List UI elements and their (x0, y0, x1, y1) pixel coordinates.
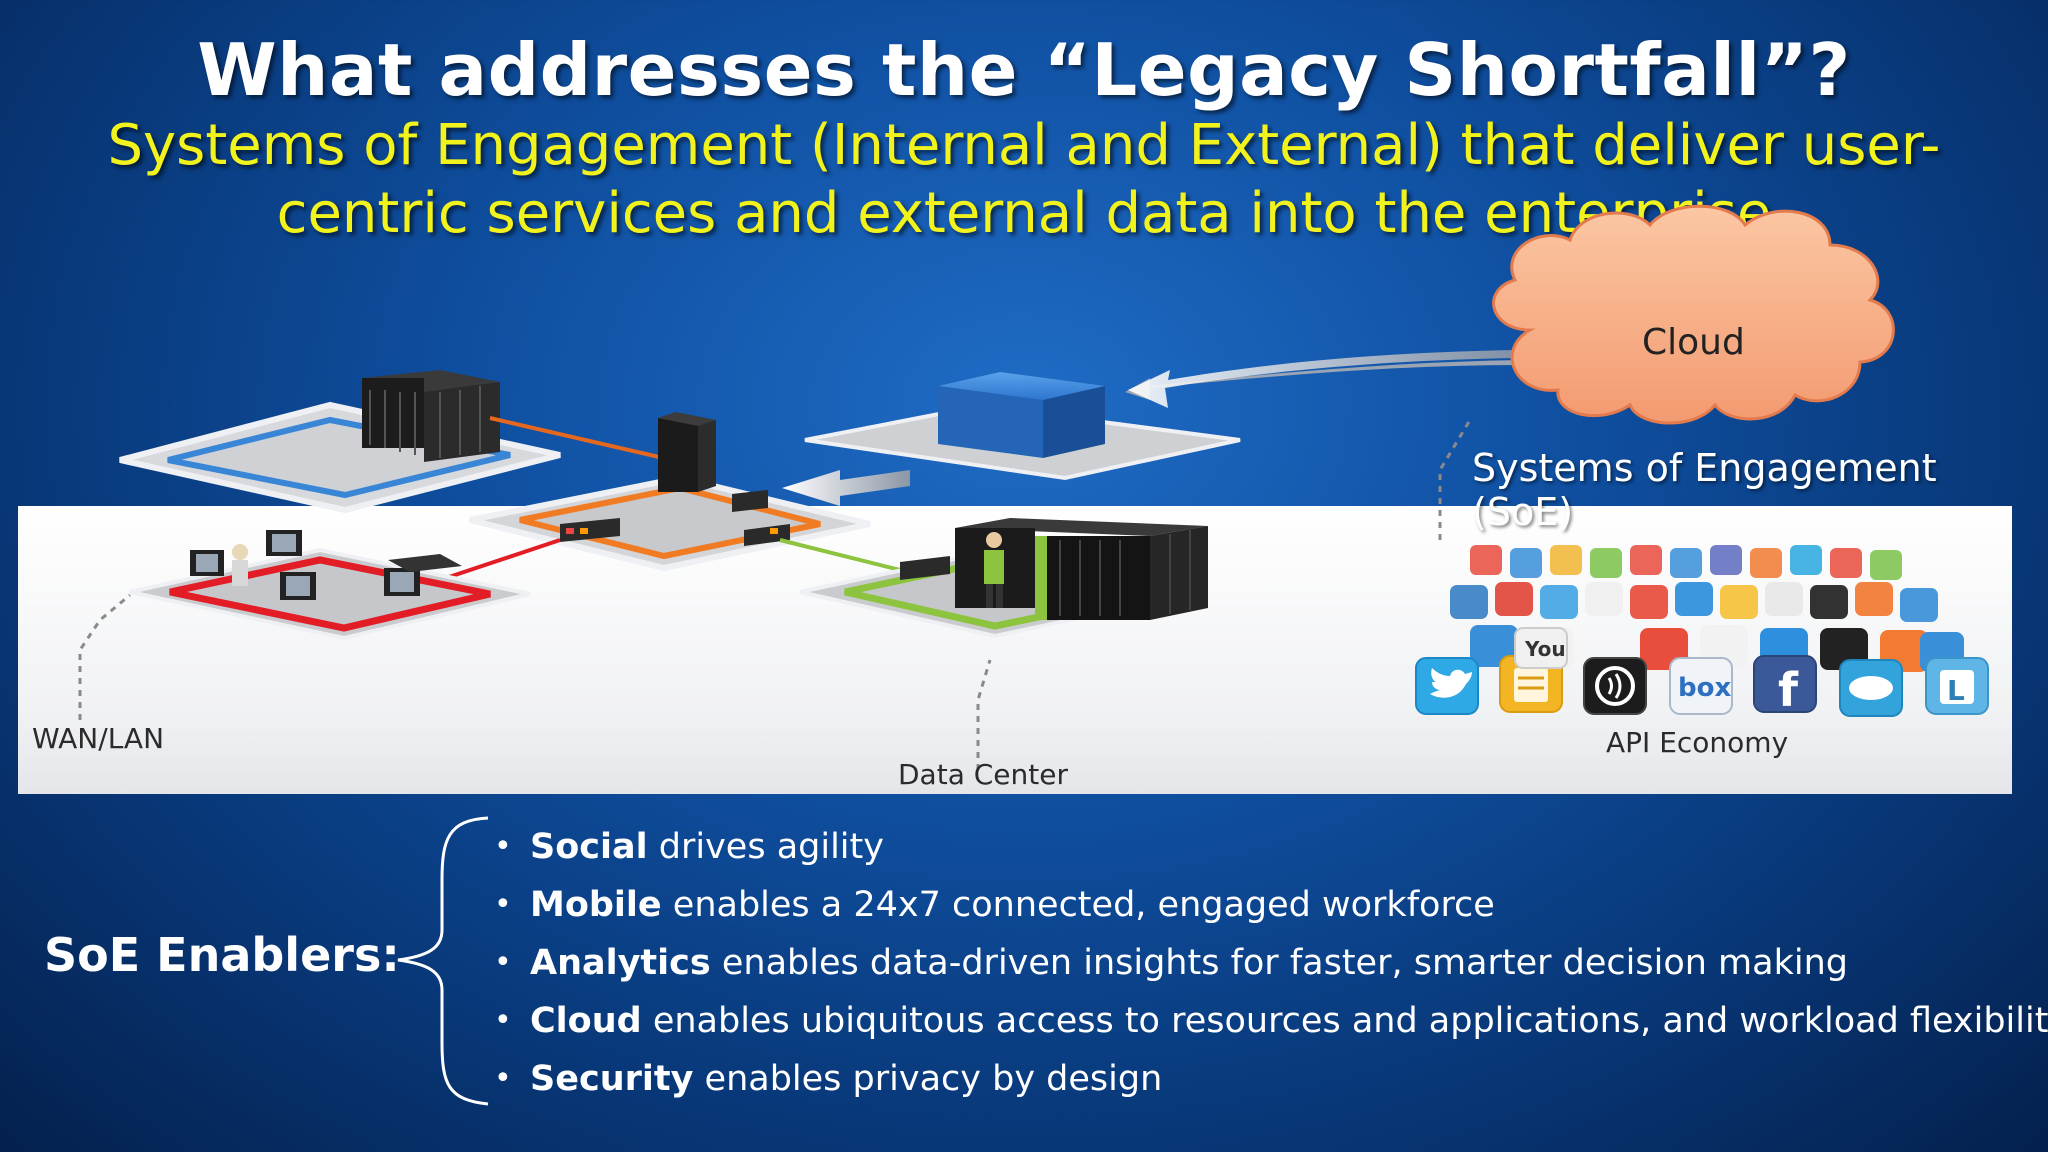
enabler-item-mobile: •Mobile enables a 24x7 connected, engage… (494, 885, 1495, 925)
datacenter-platform (799, 518, 1208, 639)
soe-label: Systems of Engagement (SoE) (1472, 446, 1937, 534)
svg-text:box: box (1678, 673, 1731, 703)
api-economy-label: API Economy (1606, 726, 1789, 759)
cube-icon (938, 372, 1105, 458)
label-leaders (78, 419, 1472, 770)
network-platform (469, 412, 871, 572)
twitter-app-icon (1415, 657, 1479, 715)
switch-icon (560, 490, 790, 546)
salesforce-app-icon (1839, 659, 1903, 717)
svg-text:You: You (1524, 637, 1566, 661)
cloud-platform (804, 372, 1241, 481)
app-icons-pile: You box f L (1415, 545, 1989, 717)
slide-title: What addresses the “Legacy Shortfall”? (197, 28, 1851, 112)
box-app-icon: box (1669, 657, 1733, 715)
evernote-app-icon (1499, 655, 1563, 713)
facebook-app-icon: f (1753, 655, 1817, 717)
workstation-icon (190, 530, 462, 600)
enabler-item-security: •Security enables privacy by design (494, 1059, 1163, 1099)
nfc-app-icon (1583, 657, 1647, 715)
wan-lan-label: WAN/LAN (32, 722, 165, 755)
storage-platform (119, 370, 561, 514)
slide-subtitle: Systems of Engagement (Internal and Exte… (107, 113, 1941, 246)
youtube-app-icon: You (1514, 627, 1568, 669)
enablers-brace (397, 816, 489, 1106)
linkedin-app-icon: L (1925, 657, 1989, 715)
person-icon (984, 532, 1004, 608)
download-arrow (782, 470, 910, 506)
link-line (439, 538, 561, 582)
enablers-list: •Social drives agility •Mobile enables a… (490, 818, 2048, 1108)
link-line (489, 416, 673, 462)
cloud-shape-icon (1492, 204, 1895, 425)
enabler-item-cloud: •Cloud enables ubiquitous access to reso… (494, 1001, 2048, 1041)
enabler-item-social: •Social drives agility (494, 827, 884, 867)
server-tower-icon (658, 412, 716, 492)
svg-text:L: L (1947, 674, 1965, 707)
cloud-label: Cloud (1642, 322, 1745, 363)
enablers-title: SoE Enablers: (44, 928, 400, 982)
enabler-item-analytics: •Analytics enables data-driven insights … (494, 943, 1848, 983)
data-center-label: Data Center (898, 758, 1068, 791)
link-line (779, 538, 901, 572)
svg-text:f: f (1778, 663, 1799, 717)
cloud-arrow (1125, 350, 1520, 408)
office-platform (129, 530, 531, 641)
server-rack-icon (362, 370, 500, 462)
